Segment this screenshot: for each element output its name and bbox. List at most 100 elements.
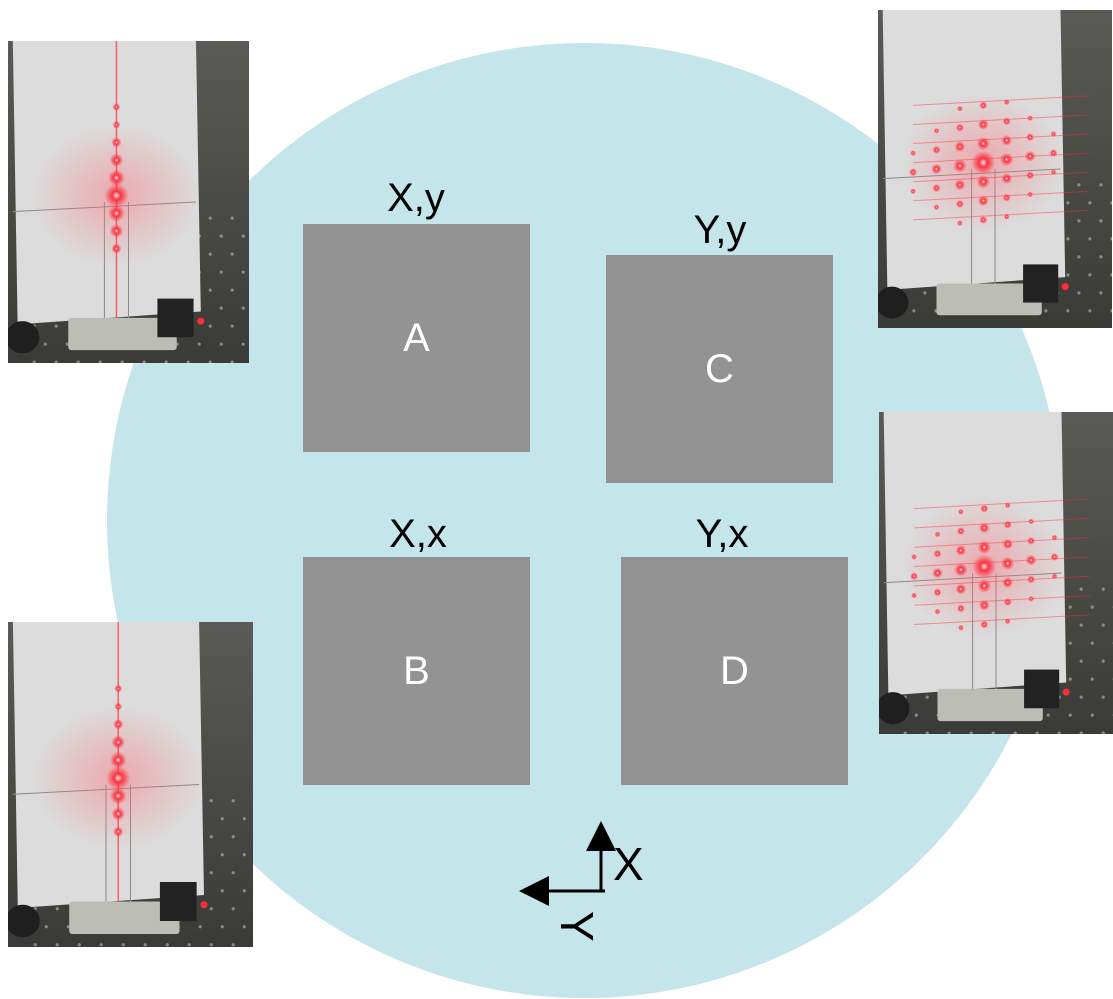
- bench-hole: [1099, 255, 1103, 259]
- bench-hole: [241, 270, 245, 274]
- diffraction-spot: [932, 183, 941, 193]
- bench-hole: [231, 835, 235, 839]
- mount-hardware: [937, 688, 1043, 722]
- bench-hole: [220, 817, 224, 821]
- bench-hole: [220, 889, 224, 893]
- diffraction-spot: [931, 163, 942, 175]
- bench-hole: [230, 360, 234, 363]
- panel-a-label: A: [403, 315, 430, 360]
- panel-d: D: [621, 557, 848, 785]
- diffraction-spot: [956, 220, 963, 227]
- bench-hole: [1090, 677, 1094, 681]
- bench-hole: [1079, 587, 1083, 591]
- bench-hole: [219, 306, 223, 310]
- diffraction-line: [914, 575, 1090, 587]
- bench-hole: [1099, 183, 1103, 187]
- bench-hole: [54, 324, 58, 328]
- bench-hole: [208, 252, 212, 256]
- diffraction-line: [914, 614, 1090, 626]
- bench-hole: [77, 943, 81, 947]
- diffraction-spot: [933, 588, 942, 597]
- bench-hole: [230, 288, 234, 292]
- diffraction-spot: [1026, 171, 1035, 180]
- knob: [8, 904, 40, 938]
- diffraction-spot: [934, 531, 941, 538]
- bench-hole: [1090, 605, 1094, 609]
- bench-hole: [1088, 273, 1092, 277]
- bench-hole: [1013, 731, 1017, 734]
- diffraction-spot: [1027, 536, 1036, 545]
- bench-hole: [55, 943, 59, 947]
- bench-hole: [1066, 201, 1070, 205]
- diffraction-spot: [932, 145, 941, 155]
- diffraction-line: [914, 498, 1090, 510]
- diffraction-spot: [108, 169, 125, 187]
- diffraction-spot: [1028, 595, 1035, 602]
- header-b: X,x: [389, 512, 447, 556]
- bench-hole: [242, 817, 246, 821]
- panel-d-label: D: [720, 648, 749, 693]
- diffraction-spot: [1050, 169, 1057, 176]
- laser-source: [200, 901, 208, 909]
- laser-source: [1061, 283, 1069, 291]
- bench-hole: [1110, 237, 1112, 241]
- bench-hole: [54, 360, 58, 363]
- diffraction-spot: [111, 806, 126, 821]
- bench-hole: [219, 234, 223, 238]
- bench-hole: [1079, 695, 1083, 699]
- panel-a: A: [303, 224, 530, 452]
- diffraction-spot: [1003, 597, 1012, 607]
- bench-hole: [1077, 291, 1081, 295]
- diffraction-spot: [1050, 131, 1057, 138]
- bench-hole: [230, 324, 234, 328]
- header-d: Y,x: [695, 512, 749, 556]
- header-c: Y,y: [693, 208, 747, 252]
- bench-hole: [198, 925, 202, 929]
- bench-hole: [1066, 237, 1070, 241]
- diffraction-spot: [1051, 573, 1058, 580]
- diffraction-spot: [910, 150, 917, 157]
- bench-hole: [231, 871, 235, 875]
- diffraction-spot: [108, 204, 125, 222]
- bench-hole: [1088, 309, 1092, 313]
- laser-source: [1062, 688, 1070, 696]
- diffraction-spot: [954, 563, 968, 577]
- diffraction-spot: [954, 141, 966, 153]
- diffraction-spot: [104, 183, 129, 208]
- bench-hole: [1110, 273, 1112, 277]
- laser-housing: [157, 298, 194, 338]
- bench-hole: [208, 360, 212, 363]
- bench-hole: [1068, 677, 1072, 681]
- diffraction-spot: [1027, 191, 1034, 198]
- bench-hole: [55, 907, 59, 911]
- diffraction-spot: [114, 702, 123, 711]
- panel-b-label: B: [403, 648, 430, 693]
- bench-hole: [209, 799, 213, 803]
- bench-hole: [923, 291, 927, 295]
- bench-hole: [231, 943, 235, 947]
- photo-bottom-right: [879, 412, 1113, 734]
- diffraction-spot: [957, 624, 964, 631]
- bench-hole: [914, 713, 918, 717]
- bench-hole: [1101, 695, 1105, 699]
- bench-hole: [1088, 201, 1092, 205]
- bench-hole: [1101, 587, 1105, 591]
- diffraction-spot: [1002, 538, 1014, 550]
- mount-hardware: [69, 901, 180, 934]
- diffraction-spot: [1051, 534, 1058, 541]
- bench-hole: [969, 731, 973, 734]
- diffraction-spot: [955, 545, 967, 556]
- bench-hole: [32, 360, 36, 363]
- panel-c-label: C: [705, 346, 734, 391]
- diffraction-spot: [954, 179, 966, 191]
- bench-hole: [903, 731, 907, 734]
- diffraction-spot: [1027, 575, 1036, 584]
- diffraction-spot: [911, 592, 918, 599]
- bench-hole: [1110, 309, 1112, 313]
- y-axis-label: Y: [551, 911, 603, 942]
- diffraction-spot: [956, 604, 965, 613]
- bench-hole: [242, 853, 246, 857]
- diffraction-spot: [909, 168, 918, 177]
- bench-hole: [1079, 731, 1083, 734]
- bench-hole: [209, 943, 213, 947]
